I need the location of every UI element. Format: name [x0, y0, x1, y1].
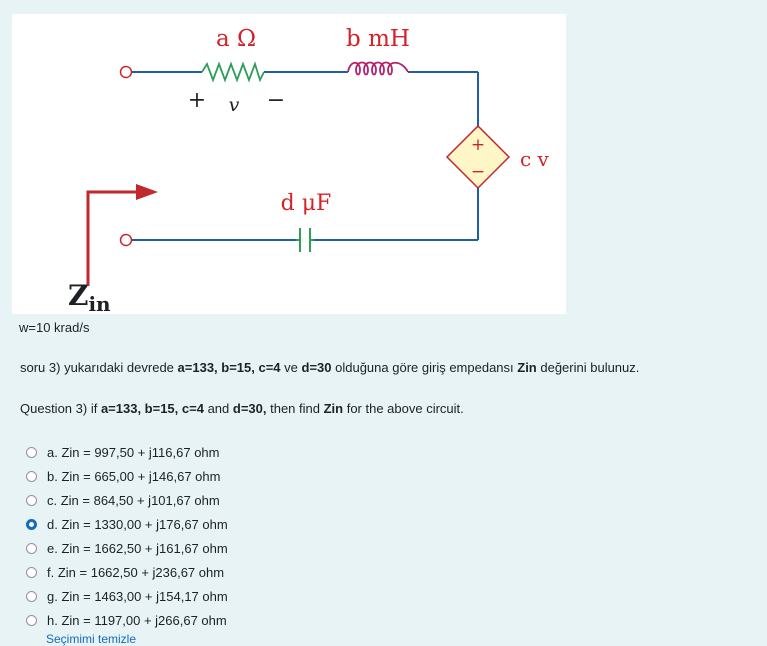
radio-button[interactable] — [26, 494, 37, 506]
voltage-minus-label: − — [267, 88, 285, 113]
q-en-params: a=133, b=15, c=4 — [100, 401, 204, 416]
zin-label: Zin — [68, 279, 111, 314]
zin-arrow — [86, 184, 158, 286]
answer-label: d. Zin = 1330,00 + j176,67 ohm — [47, 516, 228, 532]
answer-label: g. Zin = 1463,00 + j154,17 ohm — [47, 588, 228, 604]
answer-option-d[interactable]: d. Zin = 1330,00 + j176,67 ohm — [26, 512, 228, 536]
answer-label: h. Zin = 1197,00 + j266,67 ohm — [47, 612, 227, 628]
answer-label: e. Zin = 1662,50 + j161,67 ohm — [47, 540, 228, 556]
dependent-source-symbol — [445, 124, 511, 190]
radio-button[interactable] — [26, 590, 37, 602]
inductor-label: b mH — [346, 26, 410, 52]
circuit-wires — [132, 71, 479, 241]
radio-button[interactable] — [26, 518, 37, 530]
capacitor-symbol — [296, 228, 314, 252]
frequency-text: w=10 krad/s — [19, 320, 90, 335]
q-tr-mid: olduğuna göre giriş empedansı — [331, 360, 518, 375]
radio-button[interactable] — [26, 566, 37, 578]
radio-button[interactable] — [26, 614, 37, 626]
q-tr-ve: ve — [280, 360, 302, 375]
question-english: Question 3) if a=133, b=15, c=4 and d=30… — [20, 401, 464, 416]
resistor-symbol — [201, 61, 265, 83]
q-en-and: and — [203, 401, 233, 416]
inductor-symbol — [347, 61, 409, 76]
answer-option-e[interactable]: e. Zin = 1662,50 + j161,67 ohm — [26, 536, 228, 560]
q-tr-zin: Zin — [517, 360, 537, 375]
answer-option-f[interactable]: f. Zin = 1662,50 + j236,67 ohm — [26, 560, 228, 584]
q-en-mid: then find — [266, 401, 324, 416]
voltage-symbol: v — [229, 94, 240, 116]
answer-label: f. Zin = 1662,50 + j236,67 ohm — [47, 564, 225, 580]
answer-option-b[interactable]: b. Zin = 665,00 + j146,67 ohm — [26, 464, 228, 488]
radio-button[interactable] — [26, 446, 37, 458]
zin-main: Z — [68, 279, 88, 312]
q-tr-prefix: soru 3) yukarıdaki devrede — [20, 360, 178, 375]
answer-option-h[interactable]: h. Zin = 1197,00 + j266,67 ohm — [26, 608, 228, 632]
source-plus-sign: + — [471, 135, 485, 155]
answer-option-c[interactable]: c. Zin = 864,50 + j101,67 ohm — [26, 488, 228, 512]
q-tr-suffix: değerini bulunuz. — [536, 360, 640, 375]
radio-button[interactable] — [26, 542, 37, 554]
zin-subscript: in — [88, 292, 111, 314]
q-en-suffix: for the above circuit. — [343, 401, 464, 416]
resistor-label: a Ω — [216, 26, 256, 52]
q-tr-d: d=30 — [301, 360, 332, 375]
capacitor-label: d μF — [281, 191, 332, 216]
terminal-bottom — [119, 233, 133, 247]
answer-label: b. Zin = 665,00 + j146,67 ohm — [47, 468, 221, 484]
question-turkish: soru 3) yukarıdaki devrede a=133, b=15, … — [20, 360, 639, 375]
source-minus-sign: − — [471, 162, 485, 182]
answer-label: a. Zin = 997,50 + j116,67 ohm — [47, 444, 220, 460]
answer-label: c. Zin = 864,50 + j101,67 ohm — [47, 492, 220, 508]
answer-option-a[interactable]: a. Zin = 997,50 + j116,67 ohm — [26, 440, 228, 464]
q-tr-params: a=133, b=15, c=4 — [177, 360, 281, 375]
answer-options: a. Zin = 997,50 + j116,67 ohm b. Zin = 6… — [26, 440, 228, 632]
q-en-prefix: Question 3) if — [20, 401, 101, 416]
answer-option-g[interactable]: g. Zin = 1463,00 + j154,17 ohm — [26, 584, 228, 608]
circuit-diagram: + − a Ω b mH d μF c v + v − Zin — [12, 14, 566, 314]
voltage-plus-label: + — [188, 88, 206, 113]
radio-button[interactable] — [26, 470, 37, 482]
terminal-top — [119, 65, 133, 79]
q-en-d: d=30, — [232, 401, 267, 416]
source-label: c v — [520, 147, 550, 171]
clear-choice-link[interactable]: Seçimimi temizle — [46, 632, 137, 646]
circuit-svg: + − a Ω b mH d μF c v + v − Zin — [68, 26, 550, 314]
q-en-zin: Zin — [323, 401, 344, 416]
